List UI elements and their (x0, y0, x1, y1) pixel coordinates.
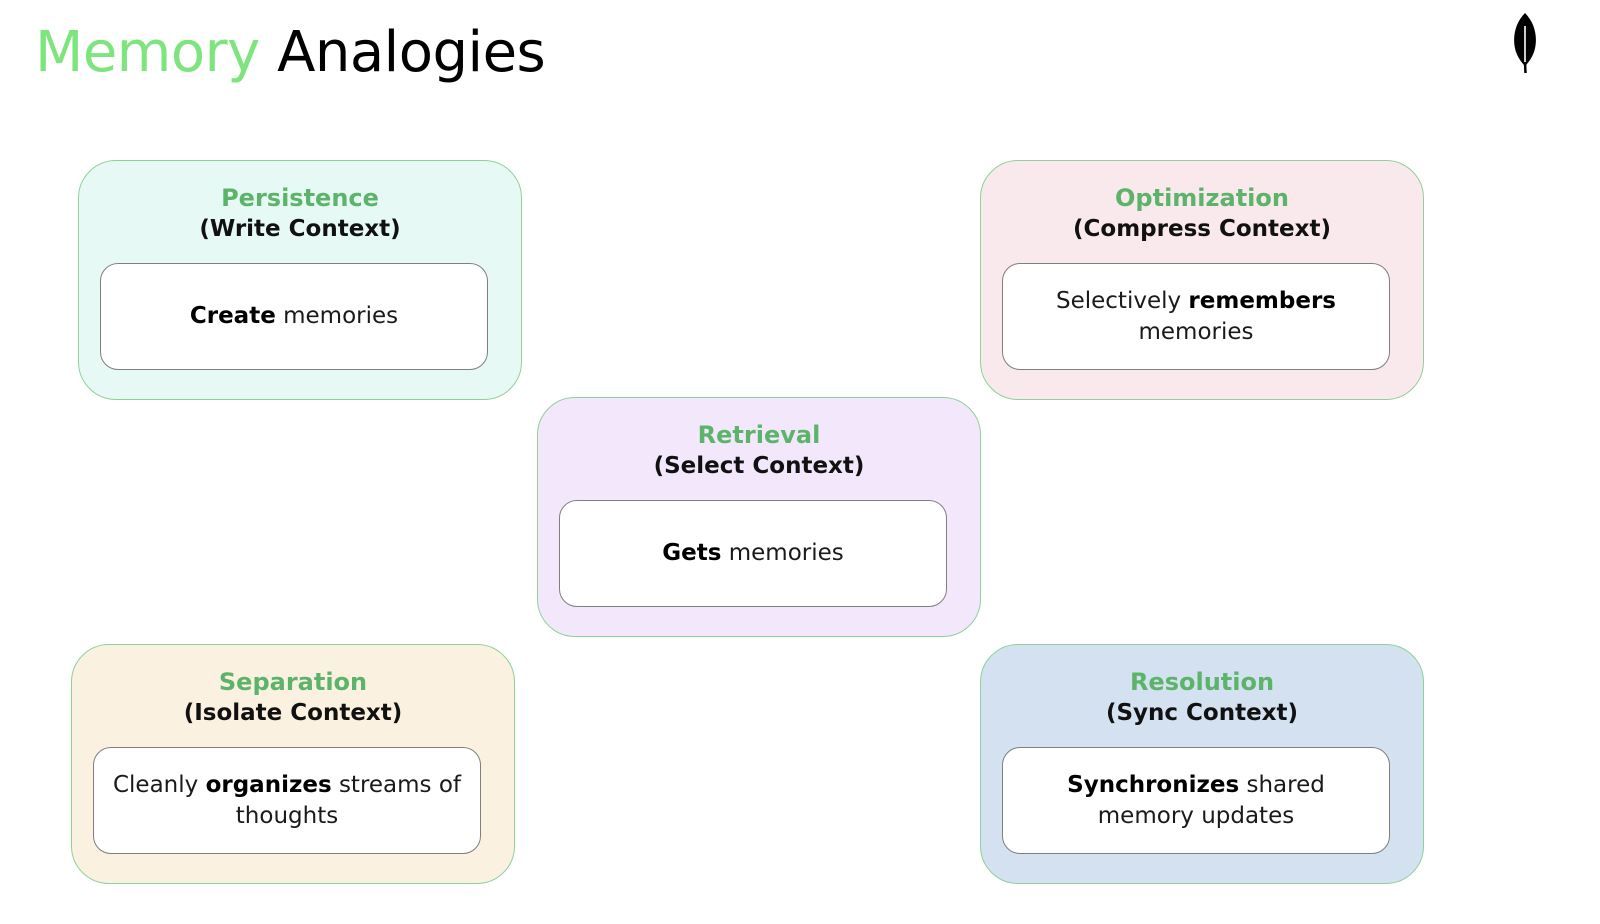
card-description-box: Synchronizes shared memory updates (1002, 747, 1390, 854)
description-suffix: shared memory updates (1097, 771, 1325, 829)
card-description: Create memories (190, 301, 398, 332)
description-keyword: Synchronizes (1067, 771, 1240, 798)
card-resolution: Resolution (Sync Context) Synchronizes s… (980, 644, 1424, 884)
title-rest: Analogies (277, 20, 546, 85)
page-title: Memory Analogies (35, 20, 546, 85)
description-keyword: organizes (205, 771, 332, 798)
title-accent-word: Memory (35, 20, 260, 85)
card-title: Retrieval (697, 421, 821, 449)
card-description: Gets memories (662, 538, 844, 569)
description-suffix: memories (1138, 318, 1254, 345)
card-description: Synchronizes shared memory updates (1019, 770, 1373, 832)
leaf-icon (1514, 13, 1536, 74)
card-subtitle: (Isolate Context) (183, 700, 403, 726)
card-subtitle: (Sync Context) (1105, 700, 1299, 726)
description-suffix: memories (721, 540, 844, 566)
description-keyword: remembers (1188, 287, 1336, 314)
card-subtitle: (Compress Context) (1073, 216, 1331, 242)
card-title: Optimization (1115, 184, 1289, 212)
card-description-box: Gets memories (559, 500, 947, 607)
card-retrieval: Retrieval (Select Context) Gets memories (537, 397, 981, 637)
description-prefix: Selectively (1056, 287, 1189, 314)
card-title: Resolution (1129, 668, 1275, 696)
description-keyword: Gets (662, 540, 722, 566)
card-description-box: Selectively remembers memories (1002, 263, 1390, 370)
card-title: Persistence (221, 184, 379, 212)
description-suffix: memories (275, 303, 399, 329)
card-title: Separation (218, 668, 368, 696)
card-description-box: Cleanly organizes streams of thoughts (93, 747, 481, 854)
card-description-box: Create memories (100, 263, 488, 370)
description-prefix: Cleanly (112, 771, 206, 798)
card-separation: Separation (Isolate Context) Cleanly org… (71, 644, 515, 884)
card-description: Cleanly organizes streams of thoughts (110, 770, 464, 832)
description-keyword: Create (189, 303, 276, 329)
card-subtitle: (Write Context) (199, 216, 401, 242)
description-suffix: streams of thoughts (235, 771, 462, 829)
card-description: Selectively remembers memories (1019, 286, 1373, 348)
card-optimization: Optimization (Compress Context) Selectiv… (980, 160, 1424, 400)
card-persistence: Persistence (Write Context) Create memor… (78, 160, 522, 400)
card-subtitle: (Select Context) (653, 453, 865, 479)
